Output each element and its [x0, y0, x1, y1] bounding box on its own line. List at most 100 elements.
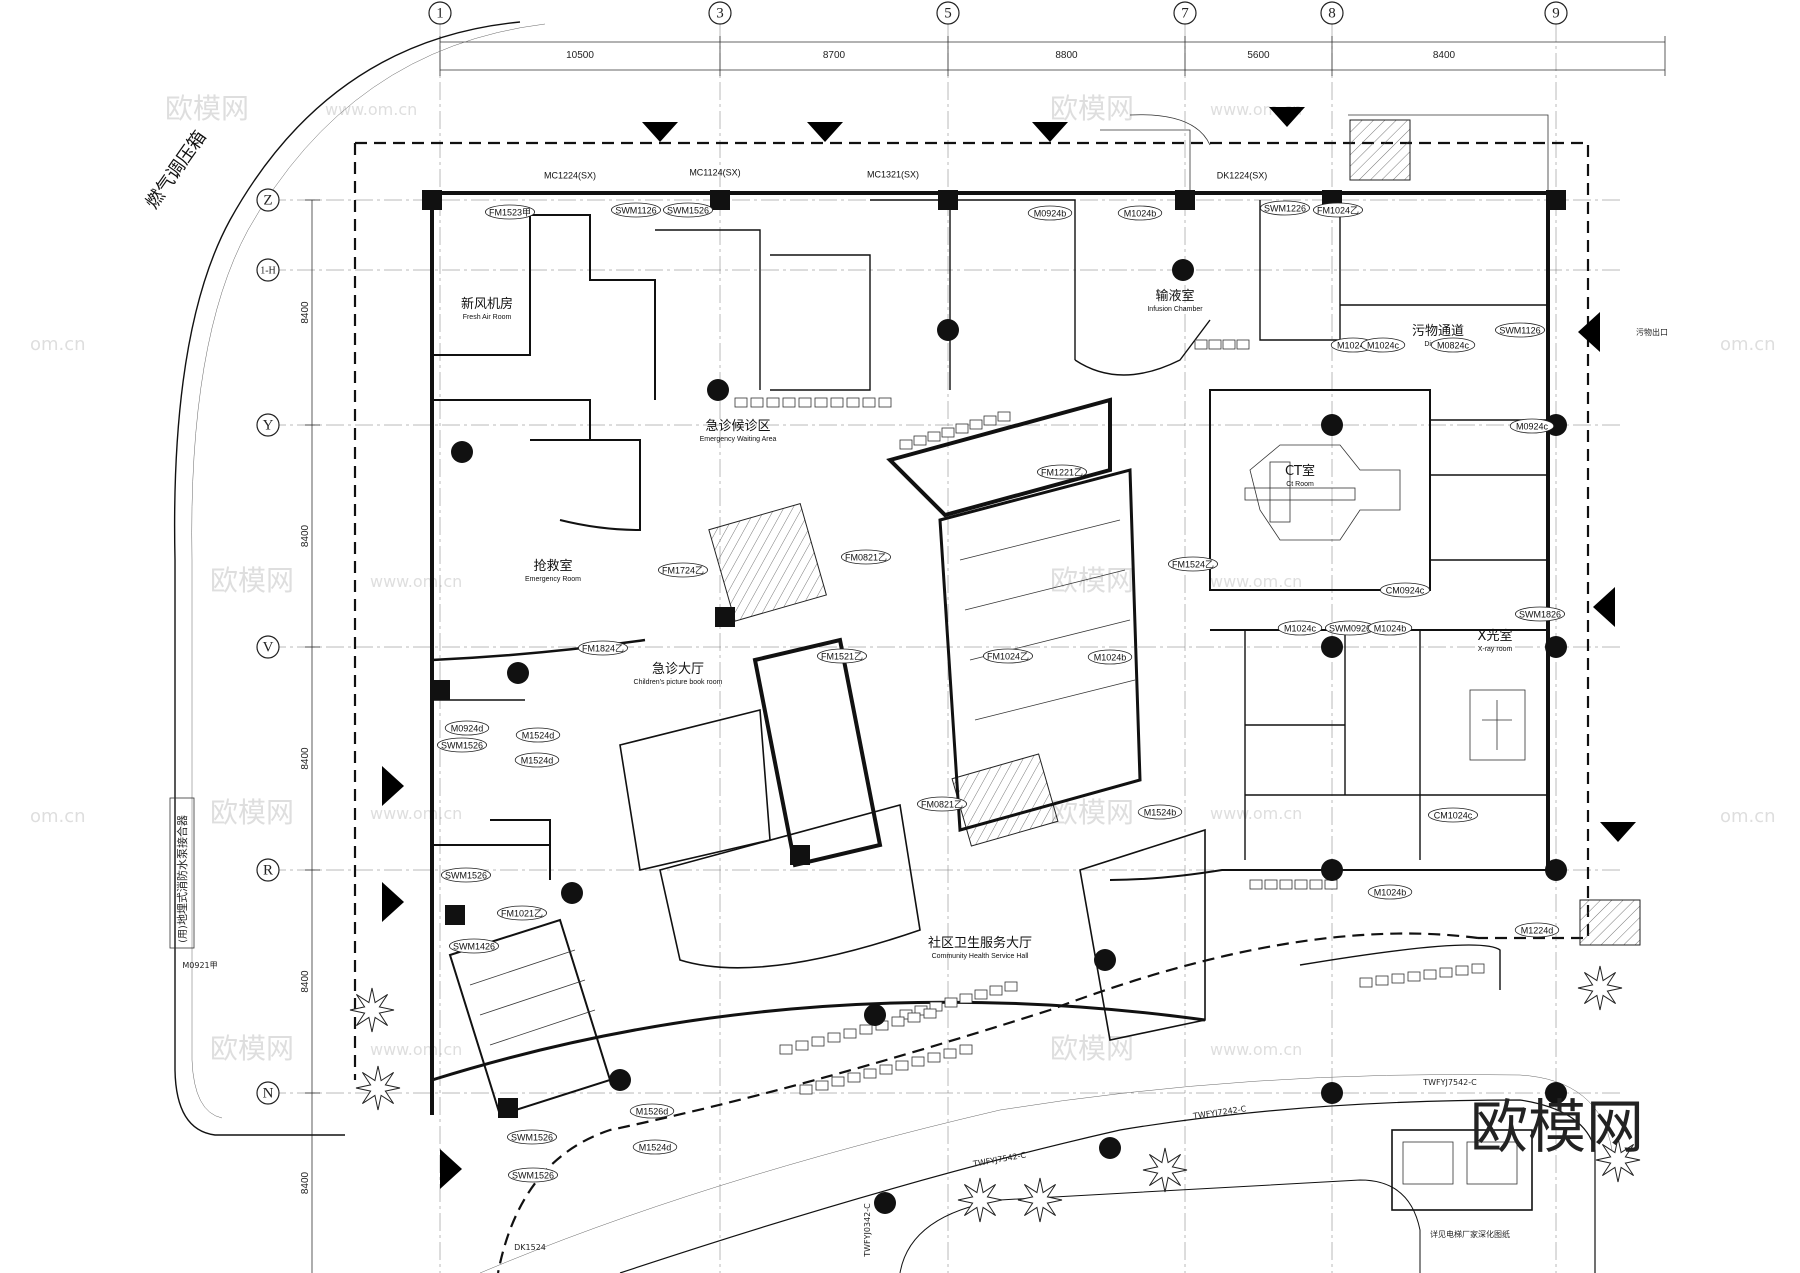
chair: [1439, 967, 1453, 978]
chair: [943, 1048, 957, 1059]
gas-regulator-box: 燃气调压箱: [142, 127, 211, 213]
chair: [1407, 971, 1421, 982]
door-tag-label: M1024b: [1374, 887, 1407, 897]
m0921-label: M0921甲: [182, 961, 217, 970]
door-tag-label: SWM1526: [512, 1170, 554, 1180]
door-tag: FM1021乙: [496, 905, 547, 921]
chair: [911, 1056, 925, 1067]
door-tag-label: SWM1126: [1499, 325, 1540, 335]
entrance-arrow: [642, 122, 678, 142]
door-tag-label: FM1221乙: [1041, 467, 1083, 477]
entrance-arrow: [440, 1149, 462, 1189]
dk1524-label: DK1524: [514, 1243, 546, 1252]
watermark-logo: 欧模网: [210, 564, 294, 597]
chair: [879, 1064, 893, 1075]
window-tags: MC1224(SX)MC1124(SX)MC1321(SX)DK1224(SX): [544, 167, 1267, 180]
structural-column: [1545, 414, 1567, 436]
row-bubble-label: Y: [263, 417, 274, 433]
column-bubble-7: 7: [1173, 1, 1197, 25]
column-bubble-label: 7: [1181, 5, 1189, 21]
watermark-logo: 欧模网: [210, 796, 294, 829]
room-name-cn: 抢救室: [533, 558, 572, 574]
big-watermark: 欧模网: [1470, 1093, 1644, 1161]
chair: [1324, 879, 1338, 890]
chair: [891, 1016, 905, 1027]
structural-column: [937, 319, 959, 341]
column-bubble-9: 9: [1544, 1, 1568, 25]
door-tag: M0924d: [444, 720, 490, 736]
chair: [927, 431, 941, 442]
watermark-logo: 欧模网: [1050, 92, 1134, 125]
watermark-url: www.om.cn: [325, 100, 417, 119]
chair: [923, 1008, 937, 1019]
tw-side-label: TWFYJ0342-C: [863, 1203, 872, 1258]
column-bubble-label: 5: [944, 5, 952, 21]
chair: [944, 997, 958, 1008]
door-tag-label: FM1824乙: [582, 643, 624, 653]
elevator-note: 详见电梯厂家深化图纸: [1430, 1229, 1510, 1239]
tree-symbol: [1017, 1177, 1063, 1223]
room-name-cn: CT室: [1285, 463, 1315, 479]
row-bubble-V: V: [256, 635, 280, 659]
fire-pump-connector: 地埋式消防水泵接合器 (用) M0921甲: [169, 797, 218, 970]
door-tag-label: FM1021乙: [501, 908, 543, 918]
door-tag-label: FM0821乙: [921, 799, 963, 809]
chair: [1391, 973, 1405, 984]
room-name-cn: 输液室: [1155, 288, 1194, 304]
structural-column: [451, 441, 473, 463]
top-dimension-text: 10500: [566, 50, 594, 61]
dirt-exit-label: 污物出口: [1636, 327, 1668, 337]
entrance-arrow: [1600, 822, 1636, 842]
entrance-arrows: [382, 107, 1636, 1189]
door-tag-label: M1524b: [1144, 807, 1177, 817]
door-tag: M0924b: [1027, 205, 1073, 221]
door-tag: FM1724乙: [658, 562, 709, 578]
landscape-trees: [349, 965, 1641, 1223]
tree-symbol: [1577, 965, 1623, 1011]
chair: [782, 397, 796, 408]
entrance-arrow: [807, 122, 843, 142]
structural-column: [707, 379, 729, 401]
chair: [811, 1036, 825, 1047]
door-tag-label: SWM1226: [1264, 203, 1306, 213]
twf3-label: TWFYJ7542-C: [971, 1150, 1027, 1168]
door-tag-label: M1224d: [1521, 925, 1554, 935]
structural-column: [715, 607, 735, 627]
door-tag: M1524d: [515, 727, 561, 743]
tree-symbol: [1142, 1147, 1188, 1193]
structural-column: [1099, 1137, 1121, 1159]
fire-pump-label: 地埋式消防水泵接合器: [175, 815, 189, 925]
top-dimension-text: 8800: [1055, 50, 1078, 61]
structural-column: [874, 1192, 896, 1214]
structural-column: [1175, 190, 1195, 210]
chair: [859, 1024, 873, 1035]
door-tag: M1524d: [514, 752, 560, 768]
structural-column: [1545, 636, 1567, 658]
chair: [1455, 965, 1469, 976]
door-tag: FM0821乙: [917, 796, 968, 812]
chair: [779, 1044, 793, 1055]
door-tag: M1024c: [1277, 620, 1323, 636]
door-tag-label: M1024c: [1367, 340, 1400, 350]
room-name-cn: X光室: [1478, 628, 1513, 644]
door-tag-label: FM1524乙: [1172, 559, 1214, 569]
door-tag-label: M1024b: [1124, 208, 1157, 218]
chair: [959, 1044, 973, 1055]
chair: [1264, 879, 1278, 890]
door-tag: SWM1526: [663, 202, 714, 218]
side-dimension-text: 8400: [300, 1171, 311, 1194]
door-tag-label: CM0924c: [1386, 585, 1425, 595]
door-tag-label: M0924d: [451, 723, 484, 733]
door-tag-label: M1024c: [1284, 623, 1317, 633]
door-tag: SWM1226: [1260, 200, 1311, 216]
door-tag: M1024b: [1117, 205, 1163, 221]
watermark-edge: om.cn: [1720, 334, 1776, 355]
chair: [831, 1076, 845, 1087]
door-tag-label: SWM1826: [1519, 609, 1561, 619]
door-tag: M1224d: [1514, 922, 1560, 938]
window-tag: DK1224(SX): [1217, 170, 1268, 180]
